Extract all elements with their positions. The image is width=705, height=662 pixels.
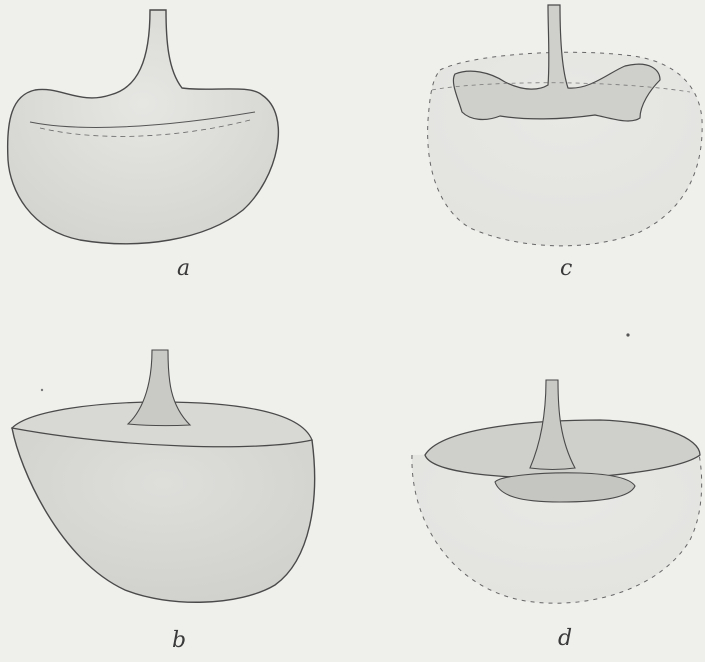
- figure-a-body: [8, 10, 279, 244]
- figure-b-drawing: [12, 350, 315, 602]
- figure-d-disc: [495, 473, 635, 502]
- figure-b-body: [12, 419, 315, 602]
- figure-b-stalk: [128, 350, 190, 426]
- figure-a-drawing: [8, 10, 279, 244]
- speck: [41, 389, 43, 391]
- figure-d-drawing: [412, 380, 702, 603]
- figure-b-label: b: [172, 628, 186, 653]
- figure-c-label: c: [560, 256, 572, 281]
- figure-c-drawing: [428, 5, 703, 246]
- figure-d-label: d: [558, 626, 572, 651]
- figure-a-label: a: [177, 256, 190, 281]
- speck: [626, 333, 629, 336]
